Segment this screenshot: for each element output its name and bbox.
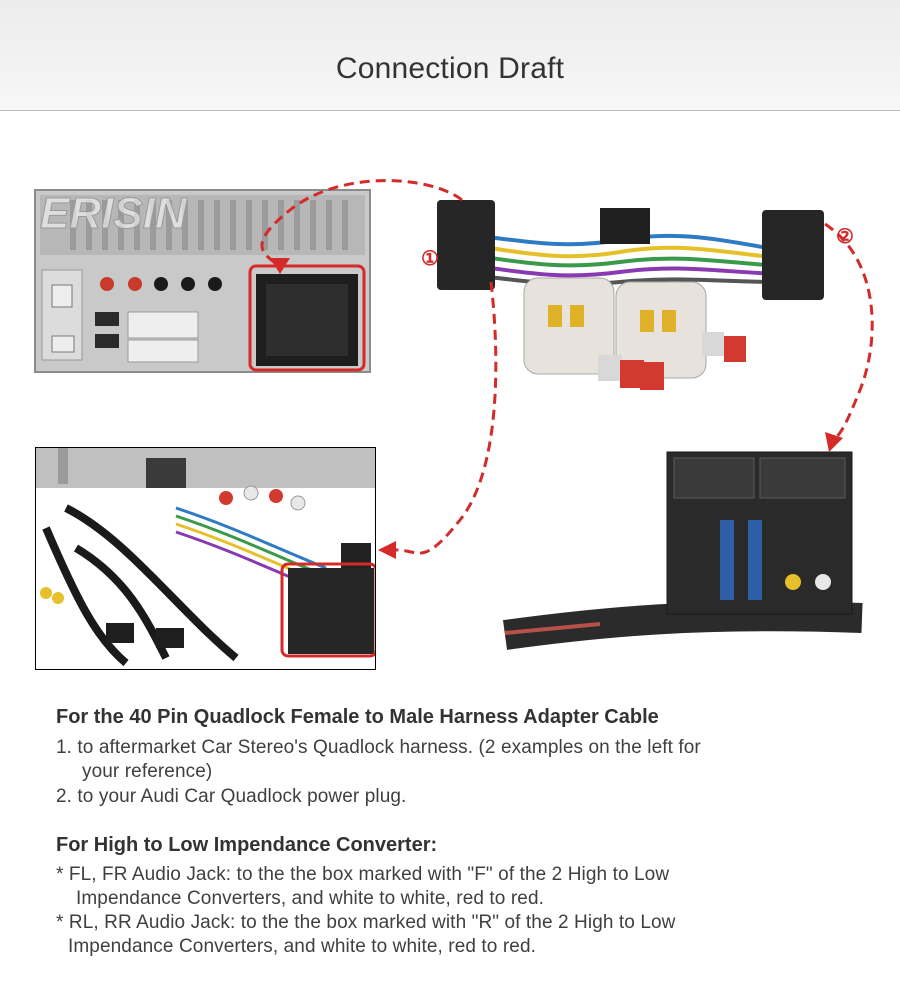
brand-watermark: ERISIN (40, 189, 188, 238)
marker-two: ② (836, 226, 854, 248)
instruction-line: Impendance Converters, and white to whit… (68, 936, 536, 957)
adapter-harness (437, 200, 824, 390)
diagram-canvas: ERISIN (34, 179, 874, 650)
example-harness-photo (35, 447, 376, 670)
arrow-head-head-unit (270, 258, 290, 274)
example-harness-drawing (36, 448, 375, 667)
arrow-path-head-unit (260, 179, 463, 269)
male-quadlock-connector (762, 210, 824, 300)
instruction-line: * FL, FR Audio Jack: to the the box mark… (56, 864, 670, 885)
page-title: Connection Draft (335, 52, 565, 85)
header-bar: Connection Draft (0, 0, 900, 111)
instruction-line: 1. to aftermarket Car Stereo's Quadlock … (56, 737, 701, 758)
section-heading-adapter-cable: For the 40 Pin Quadlock Female to Male H… (56, 706, 659, 728)
arrow-head-example-harness (378, 541, 396, 559)
arrow-path-example-harness (391, 281, 498, 555)
marker-one: ① (421, 248, 439, 270)
section-heading-converter: For High to Low Impendance Converter: (56, 834, 438, 856)
arrow-head-car-plug (825, 432, 843, 452)
head-unit-rear-panel (34, 189, 371, 373)
arrow-path-car-plug (824, 222, 874, 441)
instruction-line: * RL, RR Audio Jack: to the the box mark… (56, 912, 676, 933)
car-quadlock-plug (502, 451, 863, 650)
head-unit-quadlock-highlight (248, 264, 366, 372)
instruction-line: your reference) (82, 761, 213, 782)
instruction-line: Impendance Converters, and white to whit… (76, 888, 544, 909)
example-quadlock-highlight (280, 562, 375, 658)
female-quadlock-connector (437, 200, 495, 290)
converter-box-f (523, 277, 615, 375)
instruction-line: 2. to your Audi Car Quadlock power plug. (56, 786, 407, 807)
